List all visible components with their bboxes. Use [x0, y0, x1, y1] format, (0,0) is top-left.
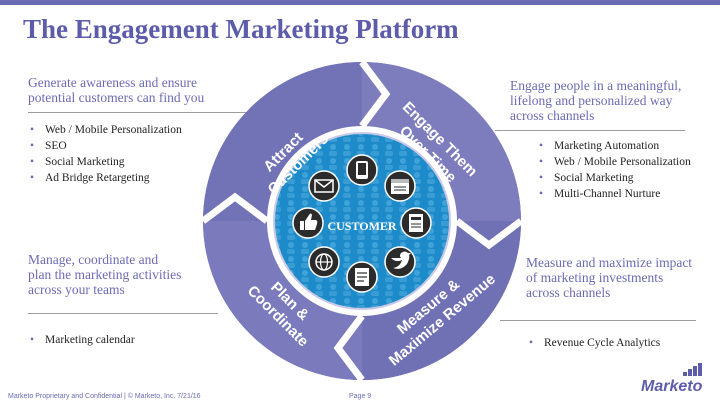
- online-offline-icon: [384, 170, 416, 202]
- twitter-icon: [384, 246, 416, 278]
- page-title: The Engagement Marketing Platform: [23, 14, 459, 44]
- list-item: Web / Mobile Personalization: [537, 154, 691, 170]
- divider-right-arrow: [454, 218, 524, 250]
- document-icon: [346, 261, 378, 293]
- engage-divider: [495, 130, 685, 131]
- divider-left-arrow: [200, 192, 270, 224]
- list-item: Social Marketing: [537, 170, 691, 186]
- list-item: Revenue Cycle Analytics: [527, 335, 660, 351]
- attract-description-line: Generate awareness and ensure: [28, 75, 198, 90]
- marketo-logo-icon: [683, 363, 702, 376]
- email-icon: [308, 170, 340, 202]
- engagement-cycle-diagram: Attract Customers Engage Them Over Time …: [200, 59, 524, 383]
- customer-label: CUSTOMER: [327, 219, 396, 233]
- globe-icon: [308, 246, 340, 278]
- list-item: Marketing Automation: [537, 138, 691, 154]
- top-accent-bar: [0, 0, 720, 5]
- measure-list: Revenue Cycle Analytics: [527, 335, 660, 351]
- measure-description-line: of marketing investments: [526, 270, 664, 285]
- engage-list: Marketing Automation Web / Mobile Person…: [537, 138, 691, 202]
- list-item: Ad Bridge Retargeting: [28, 170, 182, 186]
- footer-page-number: Page 9: [349, 393, 372, 400]
- measure-description: Measure and maximize impact of marketing…: [526, 255, 692, 300]
- plan-list: Marketing calendar: [28, 332, 135, 348]
- list-item: Social Marketing: [28, 154, 182, 170]
- attract-description-line: potential customers can find you: [28, 90, 205, 105]
- mobile-icon: [346, 154, 378, 186]
- engage-description-line: across channels: [510, 108, 595, 123]
- list-item: Multi-Channel Nurture: [537, 186, 691, 202]
- attract-list: Web / Mobile Personalization SEO Social …: [28, 122, 182, 186]
- attract-description: Generate awareness and ensure potential …: [28, 75, 204, 105]
- hub-border: [273, 132, 451, 310]
- engage-description-line: lifelong and personalized way: [510, 93, 673, 108]
- measure-description-line: across channels: [526, 285, 611, 300]
- marketo-logo: Marketo: [641, 378, 703, 395]
- thumbs-up-icon: [292, 207, 324, 239]
- measure-description-line: Measure and maximize impact: [526, 255, 693, 270]
- html-page-icon: [400, 207, 432, 239]
- plan-description: Manage, coordinate and plan the marketin…: [28, 252, 181, 297]
- engage-description: Engage people in a meaningful, lifelong …: [510, 78, 681, 123]
- list-item: SEO: [28, 138, 182, 154]
- attract-divider: [28, 112, 268, 113]
- measure-divider: [500, 320, 696, 321]
- engage-description-line: Engage people in a meaningful,: [510, 78, 682, 93]
- plan-description-line: plan the marketing activities: [28, 267, 182, 282]
- list-item: Marketing calendar: [28, 332, 135, 348]
- divider-bottom-arrow: [333, 313, 365, 383]
- footer-confidentiality: Marketo Proprietary and Confidential | ©…: [8, 393, 201, 400]
- divider-top-arrow: [359, 59, 391, 129]
- plan-divider: [28, 313, 218, 314]
- list-item: Web / Mobile Personalization: [28, 122, 182, 138]
- plan-description-line: Manage, coordinate and: [28, 252, 159, 267]
- plan-description-line: across your teams: [28, 282, 125, 297]
